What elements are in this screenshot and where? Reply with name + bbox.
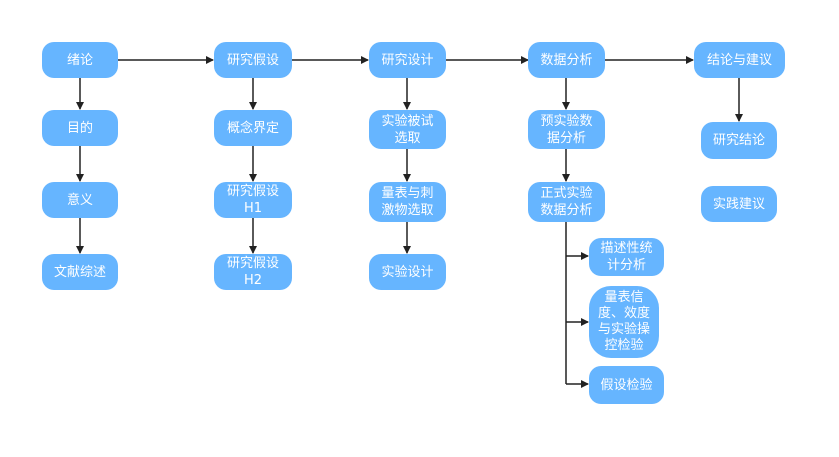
node-literature-review: 文献综述 — [42, 254, 118, 290]
node-formal-analysis: 正式实验 数据分析 — [528, 182, 605, 222]
node-subject-selection: 实验被试 选取 — [369, 110, 446, 149]
node-descriptive-stats: 描述性统 计分析 — [589, 238, 664, 276]
node-pretest-analysis: 预实验数 据分析 — [528, 110, 605, 149]
node-research-conclusion: 研究结论 — [701, 122, 777, 159]
node-reliability-validity: 量表信 度、效度 与实验操 控检验 — [589, 286, 659, 358]
node-hypothesis-test: 假设检验 — [589, 366, 664, 404]
node-concept-definition: 概念界定 — [214, 110, 292, 146]
node-hypothesis-h1: 研究假设 H1 — [214, 182, 292, 218]
node-scale-stimulus-selection: 量表与刺 激物选取 — [369, 182, 446, 222]
node-hypothesis: 研究假设 — [214, 42, 292, 78]
node-practice-suggestion: 实践建议 — [701, 186, 777, 222]
node-analysis: 数据分析 — [528, 42, 605, 78]
node-intro: 绪论 — [42, 42, 118, 78]
node-hypothesis-h2: 研究假设 H2 — [214, 254, 292, 290]
node-significance: 意义 — [42, 182, 118, 218]
node-conclusion: 结论与建议 — [694, 42, 785, 78]
node-purpose: 目的 — [42, 110, 118, 146]
node-experiment-design: 实验设计 — [369, 254, 446, 290]
node-design: 研究设计 — [369, 42, 446, 78]
